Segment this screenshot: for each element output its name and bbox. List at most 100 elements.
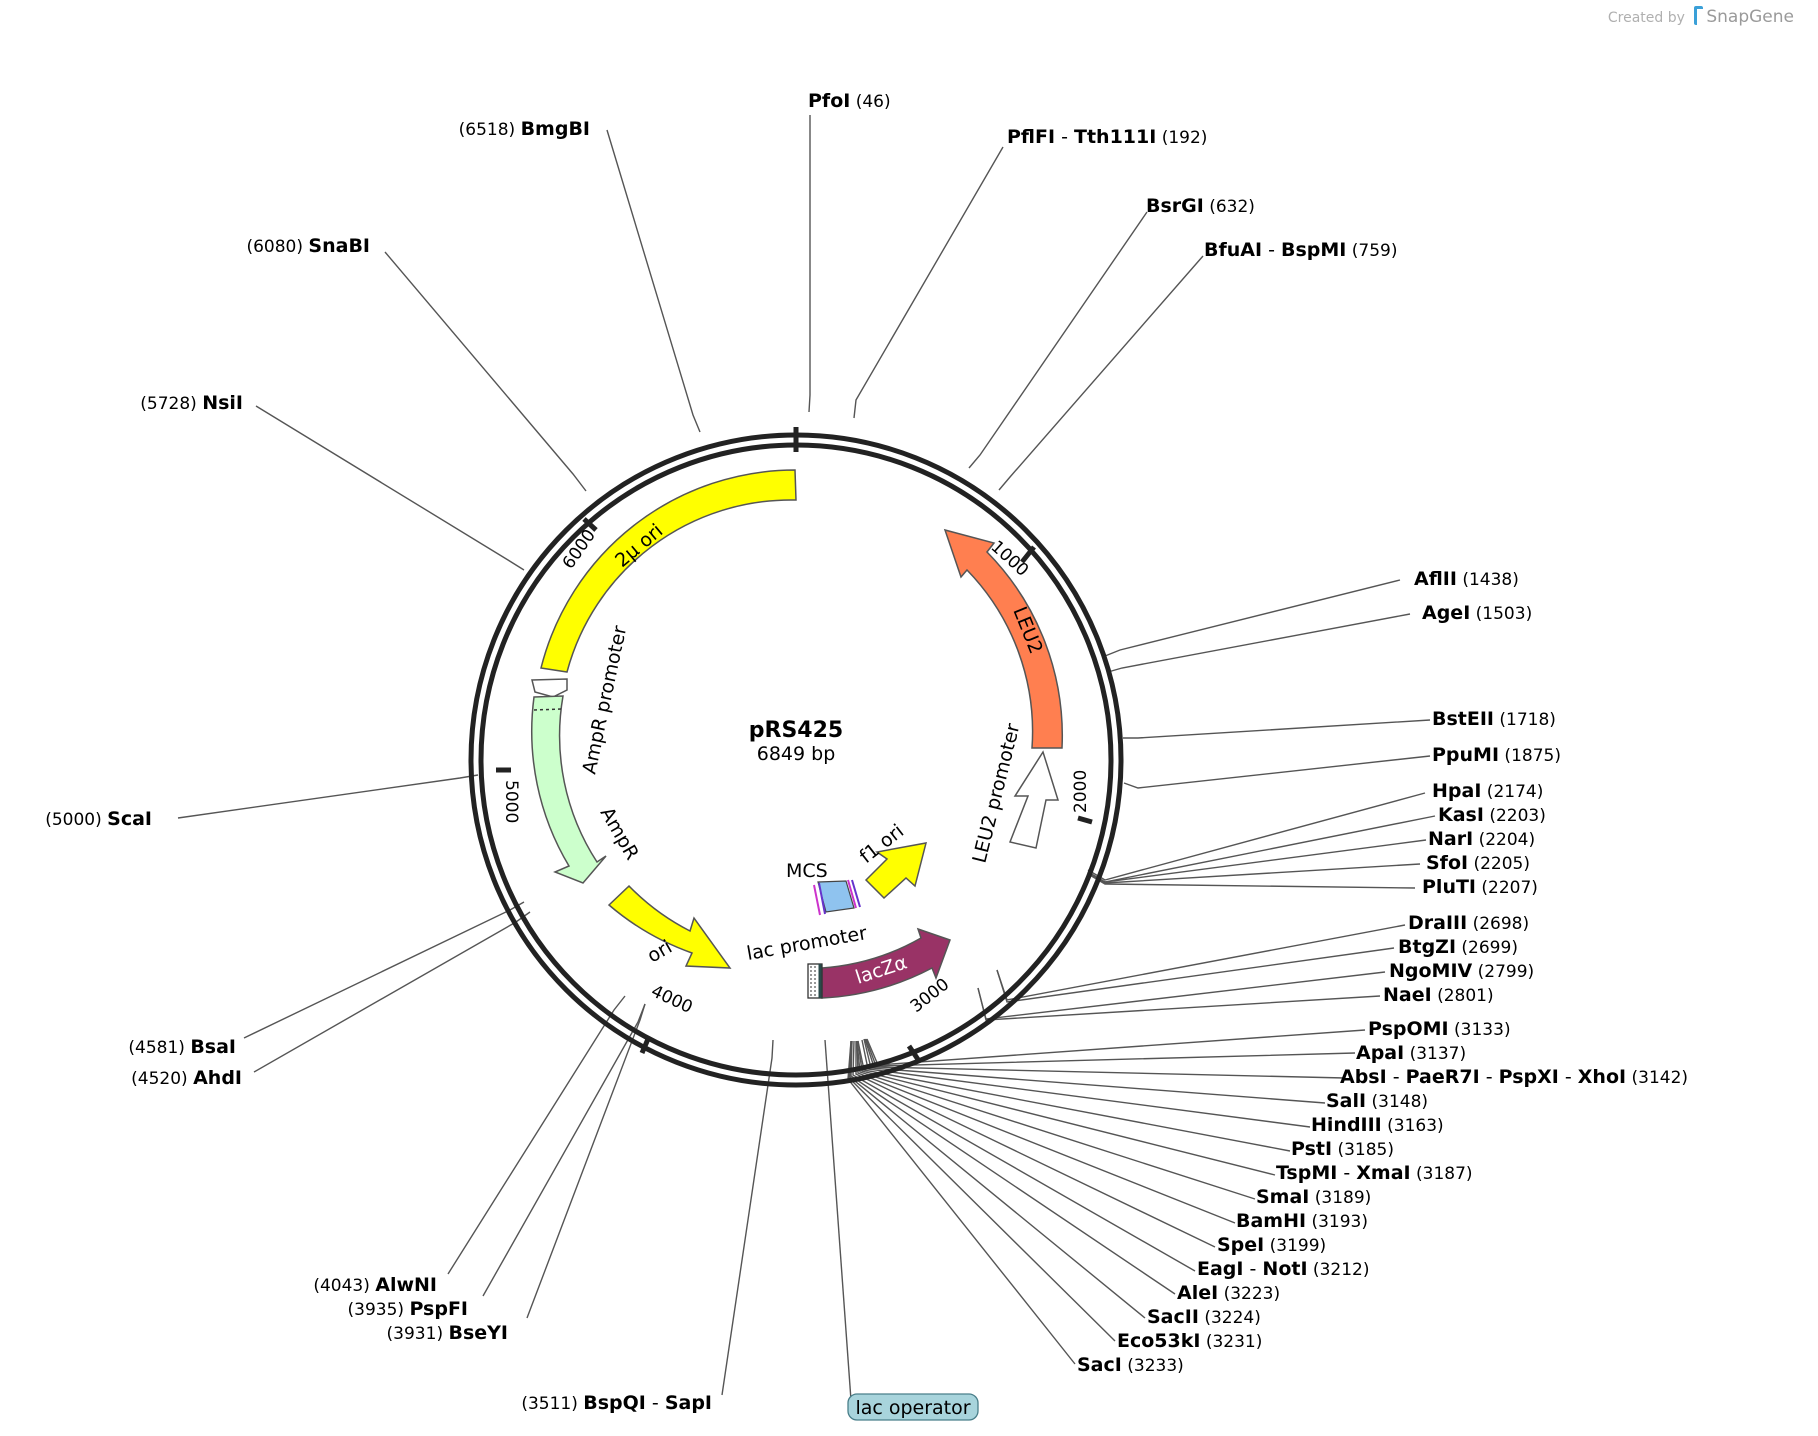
- site-position: (2801): [1432, 986, 1494, 1006]
- site-label-eagi[interactable]: EagI - NotI (3212): [1197, 1258, 1369, 1280]
- enzyme-name: SfoI: [1426, 852, 1468, 874]
- enzyme-name: PfoI: [808, 90, 850, 112]
- site-position: (6080): [246, 237, 308, 257]
- enzyme-name: BmgBI: [521, 118, 590, 140]
- site-label-spei[interactable]: SpeI (3199): [1217, 1234, 1326, 1256]
- site-label-pfoi[interactable]: PfoI (46): [808, 90, 891, 112]
- site-position: (1875): [1499, 746, 1561, 766]
- enzyme-name: AlwNI: [375, 1274, 437, 1296]
- enzyme-name: BstEII: [1432, 708, 1494, 730]
- enzyme-name: PspXI: [1499, 1066, 1559, 1088]
- enzyme-name: HpaI: [1432, 780, 1481, 802]
- enzyme-name: SapI: [665, 1392, 712, 1414]
- site-position: (3511): [521, 1394, 583, 1414]
- enzyme-name: DraIII: [1408, 912, 1467, 934]
- two-micron-ori-arrow[interactable]: [540, 469, 797, 673]
- site-separator: -: [1559, 1066, 1578, 1088]
- ampr-promoter-dash: [533, 708, 563, 711]
- site-label-nsii[interactable]: (5728) NsiI: [140, 392, 243, 414]
- site-label-smai[interactable]: SmaI (3189): [1256, 1186, 1371, 1208]
- site-label-ahdi[interactable]: (4520) AhdI: [131, 1067, 242, 1089]
- enzyme-name: PspFI: [409, 1298, 468, 1320]
- site-label-agei[interactable]: AgeI (1503): [1422, 602, 1532, 624]
- tick-3000: 3000: [907, 975, 953, 1017]
- enzyme-name: BfuAI: [1204, 239, 1262, 261]
- ori-arrow[interactable]: [607, 884, 732, 969]
- ampr-arrow[interactable]: [531, 695, 607, 884]
- credit-prefix: Created by: [1607, 10, 1685, 26]
- site-label-alwni[interactable]: (4043) AlwNI: [313, 1274, 437, 1296]
- f1-ori-arrow[interactable]: [864, 842, 928, 900]
- site-label-bspqi[interactable]: (3511) BspQI - SapI: [521, 1392, 712, 1414]
- site-position: (3931): [387, 1324, 449, 1344]
- enzyme-name: SacI: [1077, 1354, 1122, 1376]
- site-position: (3224): [1199, 1308, 1261, 1328]
- enzyme-name: PaeR7I: [1406, 1066, 1480, 1088]
- site-position: (3193): [1306, 1212, 1368, 1232]
- leu2-promoter-arrow[interactable]: [1008, 750, 1060, 849]
- enzyme-name: BseYI: [448, 1322, 508, 1344]
- site-position: (2204): [1473, 830, 1535, 850]
- site-position: (6518): [459, 120, 521, 140]
- enzyme-name: BspMI: [1281, 239, 1346, 261]
- site-label-btgzi[interactable]: BtgZI (2699): [1398, 936, 1518, 958]
- site-label-pflfi[interactable]: PflFI - Tth111I (192): [1007, 126, 1207, 148]
- site-label-bsteii[interactable]: BstEII (1718): [1432, 708, 1556, 730]
- ampr-promoter-arrow[interactable]: [531, 678, 568, 698]
- site-label-eco53ki[interactable]: Eco53kI (3231): [1117, 1330, 1262, 1352]
- site-label-ppumi[interactable]: PpuMI (1875): [1432, 744, 1561, 766]
- site-label-psti[interactable]: PstI (3185): [1291, 1138, 1394, 1160]
- enzyme-name: NotI: [1262, 1258, 1307, 1280]
- site-label-pspomi[interactable]: PspOMI (3133): [1368, 1018, 1511, 1040]
- site-label-bsrgi[interactable]: BsrGI (632): [1146, 195, 1255, 217]
- site-label-naei[interactable]: NaeI (2801): [1383, 984, 1494, 1006]
- lac-operator-label-box[interactable]: lac operator: [847, 1393, 979, 1421]
- enzyme-name: BsaI: [190, 1036, 236, 1058]
- enzyme-name: AhdI: [193, 1067, 242, 1089]
- site-label-bamhi[interactable]: BamHI (3193): [1236, 1210, 1368, 1232]
- site-label-sacii[interactable]: SacII (3224): [1147, 1306, 1261, 1328]
- site-label-bsai[interactable]: (4581) BsaI: [128, 1036, 236, 1058]
- site-position: (3137): [1404, 1044, 1466, 1064]
- enzyme-name: KasI: [1438, 804, 1484, 826]
- site-label-sali[interactable]: SalI (3148): [1326, 1090, 1428, 1112]
- site-label-bseyi[interactable]: (3931) BseYI: [387, 1322, 508, 1344]
- enzyme-name: AbsI: [1340, 1066, 1387, 1088]
- site-label-apai[interactable]: ApaI (3137): [1356, 1042, 1466, 1064]
- site-position: (3142): [1626, 1068, 1688, 1088]
- leu2-arrow[interactable]: [943, 528, 1064, 749]
- site-label-nari[interactable]: NarI (2204): [1428, 828, 1535, 850]
- lac-promoter-label: lac promoter: [745, 922, 869, 965]
- site-label-bfuai[interactable]: BfuAI - BspMI (759): [1204, 239, 1398, 261]
- site-label-tspmi[interactable]: TspMI - XmaI (3187): [1276, 1162, 1473, 1184]
- site-position: (3231): [1200, 1332, 1262, 1352]
- enzyme-name: SnaBI: [308, 235, 370, 257]
- site-label-scai[interactable]: (5000) ScaI: [45, 808, 152, 830]
- enzyme-name: PpuMI: [1432, 744, 1499, 766]
- lacz-arrow[interactable]: [821, 927, 951, 999]
- site-label-hindiii[interactable]: HindIII (3163): [1311, 1114, 1444, 1136]
- plasmid-name: pRS425: [749, 718, 843, 743]
- site-separator: -: [1337, 1162, 1356, 1184]
- site-label-pluti[interactable]: PluTI (2207): [1422, 876, 1538, 898]
- site-label-snabi[interactable]: (6080) SnaBI: [246, 235, 370, 257]
- enzyme-name: SmaI: [1256, 1186, 1309, 1208]
- site-position: (3148): [1366, 1092, 1428, 1112]
- site-label-alei[interactable]: AleI (3223): [1177, 1282, 1280, 1304]
- site-label-saci[interactable]: SacI (3233): [1077, 1354, 1184, 1376]
- site-position: (3187): [1411, 1164, 1473, 1184]
- site-label-draiii[interactable]: DraIII (2698): [1408, 912, 1529, 934]
- site-label-ngomiv[interactable]: NgoMIV (2799): [1389, 960, 1534, 982]
- site-label-bmgbi[interactable]: (6518) BmgBI: [459, 118, 590, 140]
- mcs-marker[interactable]: [813, 879, 861, 916]
- site-label-absi[interactable]: AbsI - PaeR7I - PspXI - XhoI (3142): [1340, 1066, 1688, 1088]
- site-label-kasi[interactable]: KasI (2203): [1438, 804, 1546, 826]
- enzyme-name: BspQI: [583, 1392, 646, 1414]
- site-separator: -: [1243, 1258, 1262, 1280]
- site-label-sfoi[interactable]: SfoI (2205): [1426, 852, 1530, 874]
- enzyme-name: PstI: [1291, 1138, 1332, 1160]
- site-label-aflii[interactable]: AflII (1438): [1414, 568, 1519, 590]
- site-label-pspfi[interactable]: (3935) PspFI: [348, 1298, 469, 1320]
- site-label-hpai[interactable]: HpaI (2174): [1432, 780, 1543, 802]
- enzyme-name: Eco53kI: [1117, 1330, 1200, 1352]
